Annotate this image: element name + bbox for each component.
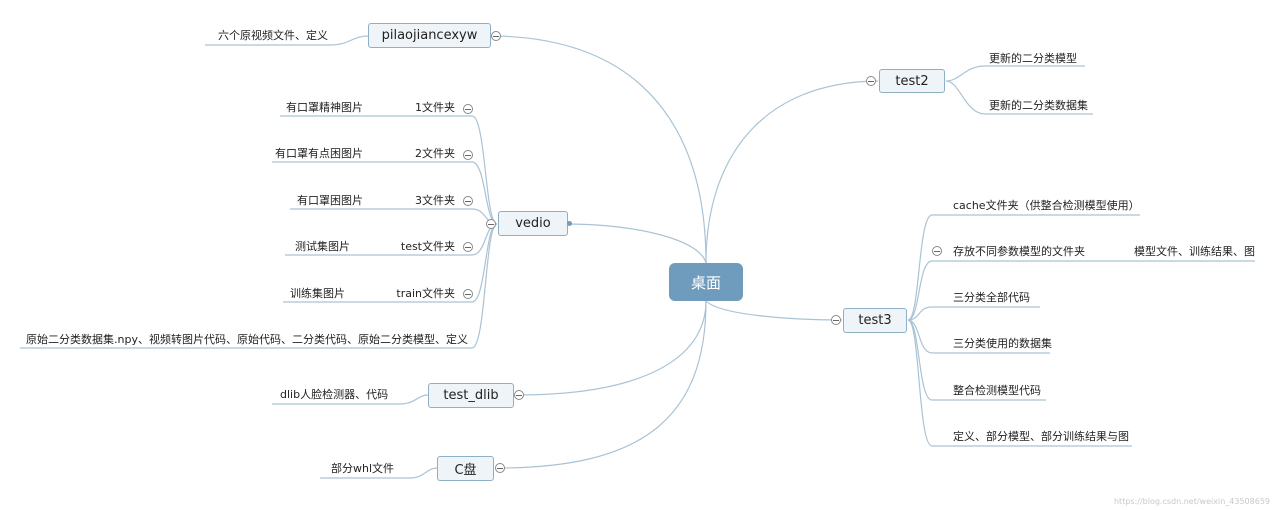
- collapse-icon-test3[interactable]: [831, 315, 841, 325]
- test3-child-label[interactable]: cache文件夹（供整合检测模型使用）: [953, 199, 1140, 212]
- test3-child-label[interactable]: 存放不同参数模型的文件夹: [953, 245, 1085, 258]
- watermark: https://blog.csdn.net/weixin_43508659: [1113, 497, 1270, 506]
- folder-child-label[interactable]: 测试集图片: [295, 240, 350, 253]
- test3-child-label[interactable]: 三分类使用的数据集: [953, 337, 1052, 350]
- collapse-icon-model-folder[interactable]: [932, 246, 942, 256]
- collapse-icon-test-dlib[interactable]: [514, 390, 524, 400]
- vedio-folder-label[interactable]: train文件夹: [396, 287, 455, 300]
- vedio-folder-label[interactable]: 3文件夹: [415, 194, 455, 207]
- vedio-folder-label[interactable]: 1文件夹: [415, 101, 455, 114]
- node-c-disk[interactable]: C盘: [437, 456, 494, 481]
- folder-child-label[interactable]: 有口罩困图片: [297, 194, 363, 207]
- cdisk-child-label[interactable]: 部分whl文件: [331, 462, 395, 475]
- node-anchor-icon: [567, 221, 572, 226]
- collapse-icon-vedio[interactable]: [486, 219, 496, 229]
- vedio-folder-label[interactable]: test文件夹: [400, 240, 455, 253]
- test3-child-label[interactable]: 整合检测模型代码: [953, 384, 1041, 397]
- test3-sub-label[interactable]: 模型文件、训练结果、图: [1134, 245, 1255, 258]
- pilao-child-label[interactable]: 六个原视频文件、定义: [218, 29, 328, 42]
- test2-child-label[interactable]: 更新的二分类数据集: [989, 99, 1088, 112]
- test3-child-label[interactable]: 定义、部分模型、部分训练结果与图: [953, 430, 1129, 443]
- vedio-last-label[interactable]: 原始二分类数据集.npy、视频转图片代码、原始代码、二分类代码、原始二分类模型、…: [26, 333, 468, 346]
- collapse-icon-folder-1[interactable]: [463, 104, 473, 114]
- collapse-icon-folder-test[interactable]: [463, 242, 473, 252]
- folder-child-label[interactable]: 有口罩有点困图片: [275, 147, 363, 160]
- node-test2[interactable]: test2: [879, 69, 945, 93]
- test2-child-label[interactable]: 更新的二分类模型: [989, 52, 1077, 65]
- folder-child-label[interactable]: 训练集图片: [290, 287, 345, 300]
- collapse-icon-folder-2[interactable]: [463, 150, 473, 160]
- node-test3[interactable]: test3: [843, 308, 907, 333]
- node-pilaojiancexyw[interactable]: pilaojiancexyw: [368, 23, 491, 48]
- node-test-dlib[interactable]: test_dlib: [428, 383, 514, 408]
- collapse-icon-c-disk[interactable]: [495, 463, 505, 473]
- collapse-icon-folder-3[interactable]: [463, 196, 473, 206]
- vedio-folder-label[interactable]: 2文件夹: [415, 147, 455, 160]
- center-node[interactable]: 桌面: [669, 263, 743, 301]
- folder-child-label[interactable]: 有口罩精神图片: [286, 101, 363, 114]
- test3-child-label[interactable]: 三分类全部代码: [953, 291, 1030, 304]
- node-vedio[interactable]: vedio: [498, 211, 568, 236]
- collapse-icon-test2[interactable]: [866, 76, 876, 86]
- collapse-icon-pilao[interactable]: [491, 31, 501, 41]
- dlib-child-label[interactable]: dlib人脸检测器、代码: [280, 388, 389, 401]
- collapse-icon-folder-train[interactable]: [463, 289, 473, 299]
